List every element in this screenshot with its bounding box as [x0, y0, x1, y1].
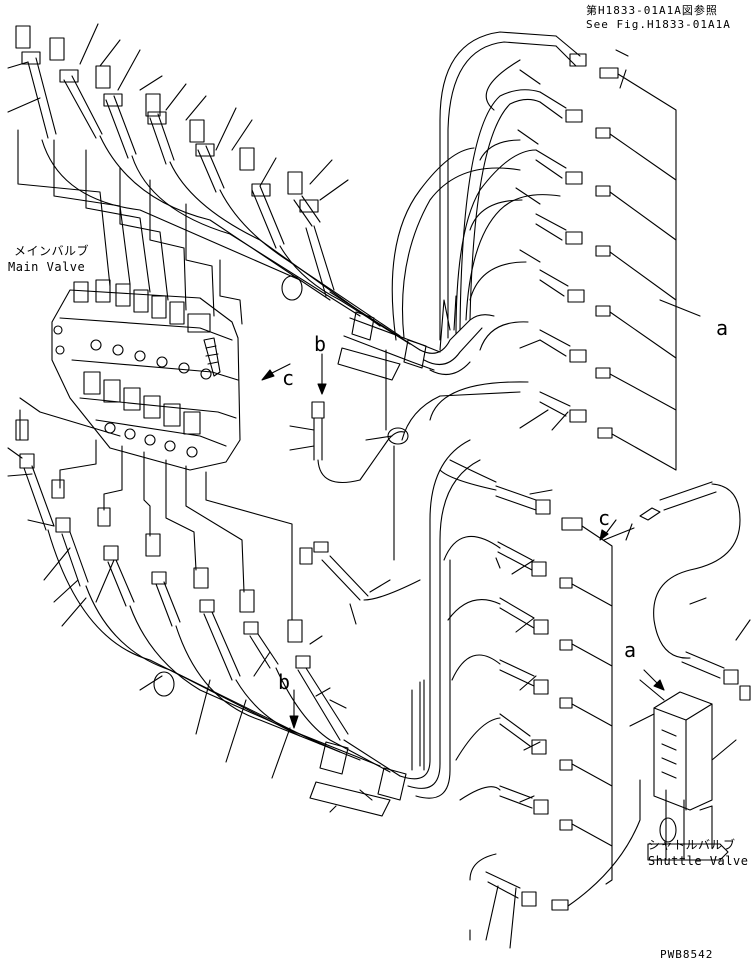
callout-a-right: a: [716, 316, 729, 340]
drawing-code: PWB8542: [660, 948, 714, 961]
shuttle-valve: [629, 679, 737, 861]
shuttle-valve-label-jp: シャトルバルブ: [648, 838, 736, 852]
reference-en: See Fig.H1833-01A1A: [586, 18, 731, 31]
main-valve-label-en: Main Valve: [8, 260, 86, 274]
main-valve-label-jp: メインバルブ: [14, 244, 90, 258]
right-upper-hoses: [429, 31, 701, 471]
reference-jp: 第H1833-01A1A図参照: [586, 4, 718, 17]
callout-b-upper: b: [314, 332, 327, 356]
callout-a-shuttle: a: [624, 638, 637, 662]
middle-hose-b: [289, 391, 521, 561]
hose-c-right: [603, 481, 751, 701]
callout-arrows: [261, 49, 665, 729]
upper-pilot-hoses: [7, 23, 421, 351]
callout-c-right: c: [598, 506, 611, 530]
right-lower-hoses: [439, 459, 641, 949]
shuttle-valve-label-en: Shuttle Valve: [648, 854, 749, 868]
callout-b-lower: b: [278, 670, 291, 694]
callout-c-left: c: [282, 366, 295, 390]
lower-clamp-bundle: [309, 439, 481, 817]
lower-pilot-hoses: [7, 397, 401, 779]
hose-c-left: [299, 541, 421, 625]
main-valve-body: [51, 279, 241, 471]
